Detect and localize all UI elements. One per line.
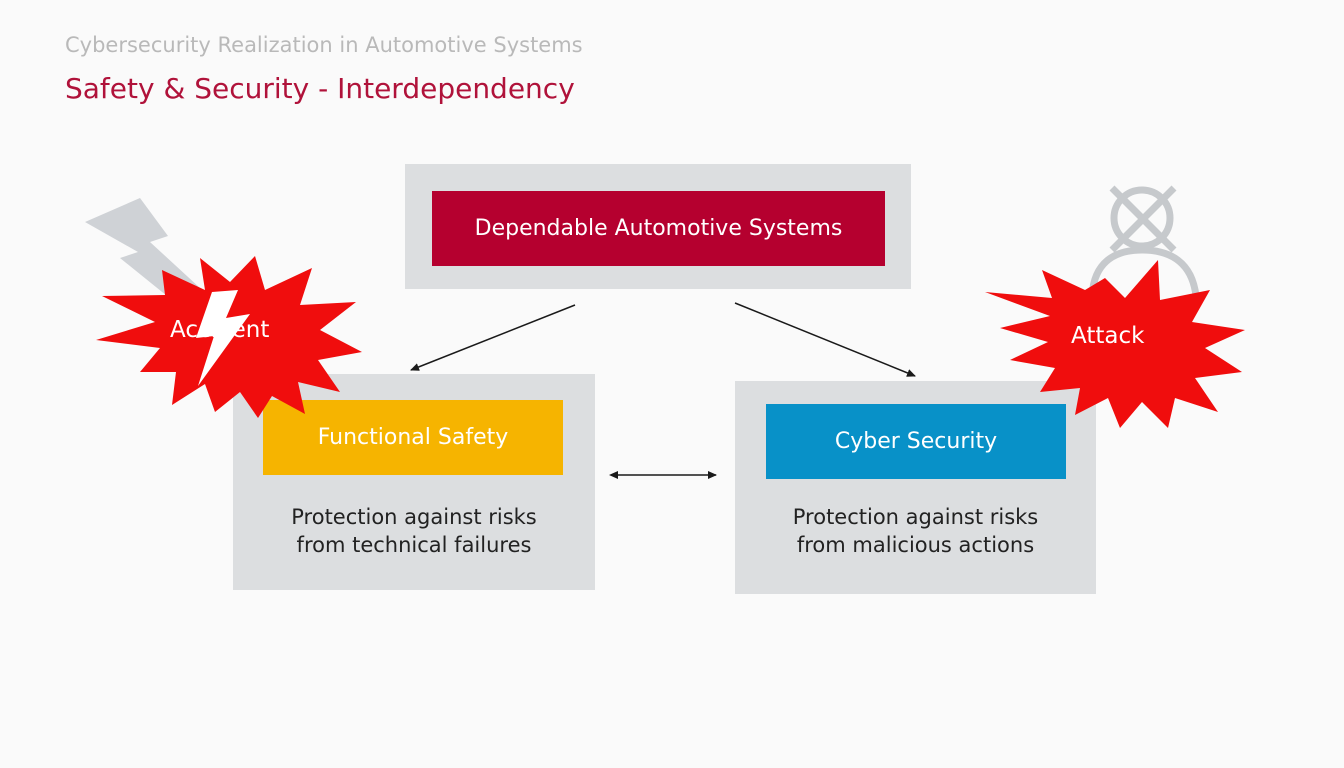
lightning-icon-grey xyxy=(85,198,200,300)
cyber-security-desc-line1: Protection against risks xyxy=(792,505,1039,529)
dependable-systems-box: Dependable Automotive Systems xyxy=(432,191,885,266)
slide-subtitle: Cybersecurity Realization in Automotive … xyxy=(65,33,583,57)
accident-label: Accident xyxy=(170,317,270,343)
functional-safety-box: Functional Safety xyxy=(263,400,563,475)
functional-safety-desc-line1: Protection against risks xyxy=(291,505,537,529)
cyber-security-desc-line2: from malicious actions xyxy=(796,533,1035,557)
crossed-person-icon xyxy=(1088,185,1200,297)
functional-safety-description: Protection against risks from technical … xyxy=(233,503,595,559)
cyber-security-box: Cyber Security xyxy=(766,404,1066,479)
slide-title: Safety & Security - Interdependency xyxy=(65,72,575,105)
cyber-security-description: Protection against risks from malicious … xyxy=(735,503,1096,559)
attack-label: Attack xyxy=(1071,323,1145,349)
arrow-to-functional-safety xyxy=(410,304,576,371)
arrow-to-cyber-security xyxy=(734,302,916,377)
functional-safety-desc-line2: from technical failures xyxy=(296,533,532,557)
